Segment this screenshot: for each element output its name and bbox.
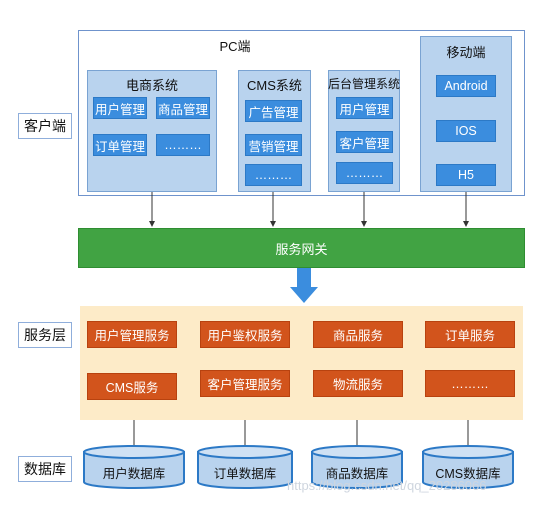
user-database-label: 用户数据库 bbox=[102, 467, 166, 481]
service-product: 商品服务 bbox=[313, 321, 403, 348]
ecommerce-user-management: 用户管理 bbox=[93, 97, 147, 119]
mobile-h5: H5 bbox=[436, 164, 496, 186]
ecommerce-system-panel bbox=[87, 70, 217, 192]
database-layer-label: 数据库 bbox=[18, 456, 72, 482]
mobile-title: 移动端 bbox=[446, 45, 486, 60]
cms-marketing-management: 营销管理 bbox=[245, 134, 302, 156]
backend-system-title: 后台管理系统 bbox=[328, 77, 401, 91]
service-user-auth: 用户鉴权服务 bbox=[200, 321, 290, 348]
pc-title: PC端 bbox=[219, 39, 251, 54]
gateway-to-services-arrow bbox=[290, 268, 318, 303]
ecommerce-more: ……… bbox=[156, 134, 210, 156]
service-logistics: 物流服务 bbox=[313, 370, 403, 397]
service-layer-label: 服务层 bbox=[18, 322, 72, 348]
mobile-ios: IOS bbox=[436, 120, 496, 142]
service-customer-management: 客户管理服务 bbox=[200, 370, 290, 397]
service-cms: CMS服务 bbox=[87, 373, 177, 400]
cms-system-title: CMS系统 bbox=[247, 78, 302, 93]
cms-ad-management: 广告管理 bbox=[245, 100, 302, 122]
product-database-label: 商品数据库 bbox=[325, 467, 389, 481]
watermark-url: https://blog.csdn.net/qq_20286066 bbox=[287, 478, 487, 493]
mobile-android: Android bbox=[436, 75, 496, 97]
backend-customer-management: 客户管理 bbox=[336, 131, 393, 153]
service-order: 订单服务 bbox=[425, 321, 515, 348]
cms-database-label: CMS数据库 bbox=[435, 467, 501, 481]
cms-more: ……… bbox=[245, 164, 302, 186]
ecommerce-order-management: 订单管理 bbox=[93, 134, 147, 156]
service-user-management: 用户管理服务 bbox=[87, 321, 177, 348]
service-gateway: 服务网关 bbox=[78, 228, 525, 268]
client-layer-label: 客户端 bbox=[18, 113, 72, 139]
order-database-label: 订单数据库 bbox=[213, 467, 277, 481]
service-more: ……… bbox=[425, 370, 515, 397]
ecommerce-system-title: 电商系统 bbox=[125, 78, 178, 93]
backend-user-management: 用户管理 bbox=[336, 97, 393, 119]
ecommerce-product-management: 商品管理 bbox=[156, 97, 210, 119]
backend-more: ……… bbox=[336, 162, 393, 184]
